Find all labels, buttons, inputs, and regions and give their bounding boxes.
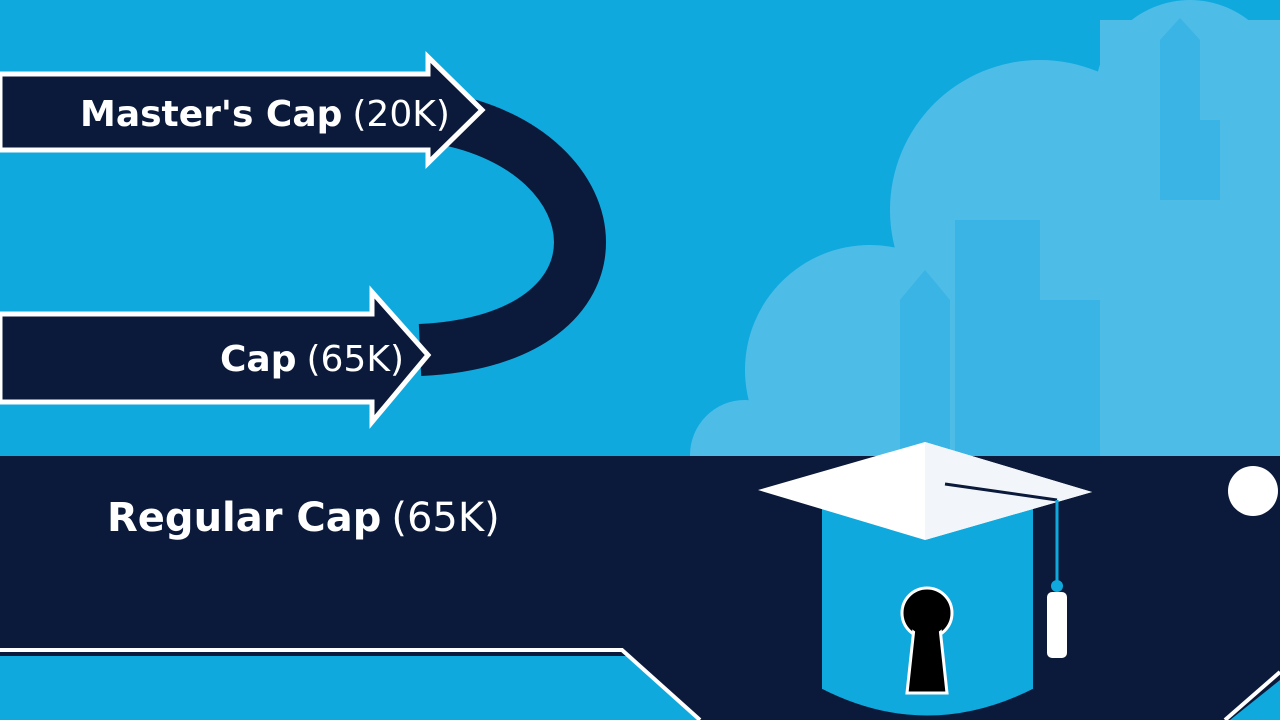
cloud-icon [690,0,1280,510]
cap-quantity: (65K) [306,339,404,380]
cap-arrow [0,285,432,429]
cap-label: Cap(65K) [220,339,404,380]
cap-name: Cap [220,339,296,380]
regular-cap-quantity: (65K) [391,495,499,541]
regular-cap-name: Regular Cap [107,495,381,541]
masters-cap-label: Master's Cap(20K) [80,94,450,135]
regular-cap-label: Regular Cap(65K) [107,495,500,541]
masters-cap-arrow [0,51,486,169]
masters-cap-name: Master's Cap [80,94,342,135]
dot-decoration [1228,466,1278,516]
loop-connector [418,92,606,376]
tassel-icon [944,482,1067,658]
masters-cap-quantity: (20K) [352,94,450,135]
keyhole-icon [900,586,954,695]
graduation-cap-icon [758,442,1092,720]
